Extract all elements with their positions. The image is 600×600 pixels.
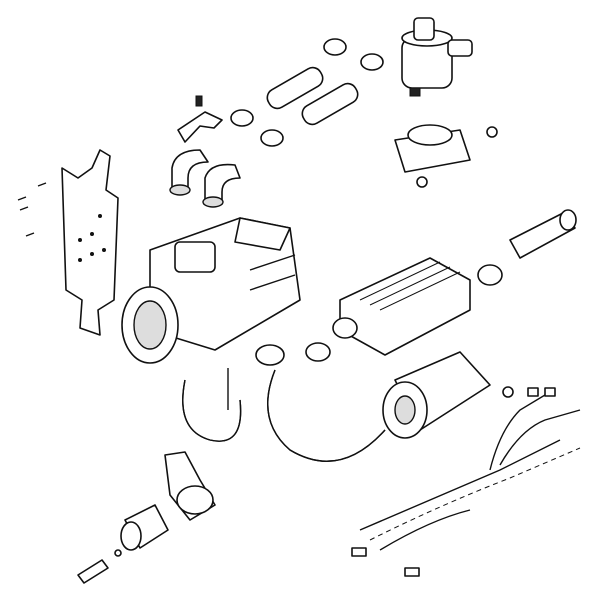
coolant-hoses [266, 66, 359, 126]
mounting-plate [61, 149, 119, 336]
exhaust-duct [267, 369, 386, 462]
fuel-pump-bracket [164, 451, 216, 521]
fuel-pump [120, 504, 169, 551]
heater-unit [121, 217, 301, 364]
exhaust-clamps [255, 342, 331, 366]
wiring-harness [351, 386, 581, 577]
elbow-pipes [169, 149, 241, 208]
fuel-filter [77, 549, 122, 584]
exhaust-silencer [332, 257, 503, 356]
intake-duct [182, 379, 242, 442]
mounting-fork [177, 95, 223, 143]
pump-bracket [394, 124, 498, 188]
water-pump [401, 17, 473, 97]
air-intake-silencer [382, 351, 491, 439]
screws [17, 182, 47, 237]
hose-clamps [230, 38, 384, 147]
exhaust-flex-pipe [509, 209, 577, 259]
